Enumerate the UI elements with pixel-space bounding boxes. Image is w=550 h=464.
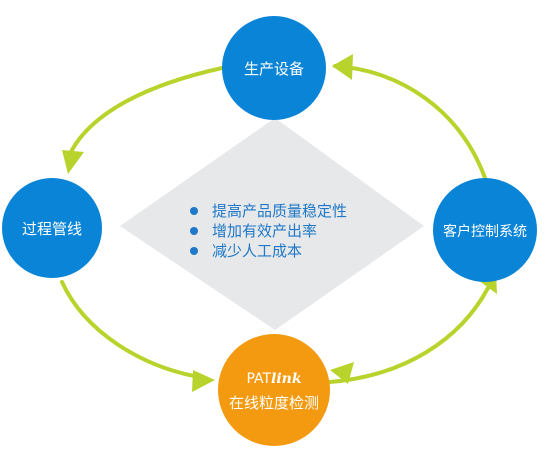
node-bottom-circle: [218, 334, 330, 446]
arc-bottom-to-right: [328, 286, 490, 384]
node-left-circle: [2, 178, 102, 278]
bullet-dot-1: [190, 207, 198, 215]
arrowhead-left-icon: [62, 150, 84, 174]
node-bottom-brand: PATlink: [246, 371, 301, 387]
arc-top-to-left: [66, 66, 224, 160]
arc-left-to-bottom: [60, 280, 207, 380]
arc-right-to-top: [333, 64, 487, 180]
arrowhead-top-icon: [332, 54, 353, 80]
bullet-text-2: 增加有效产出率: [212, 222, 317, 240]
node-bottom-label: 在线粒度检测: [229, 394, 319, 412]
brand-italic: link: [271, 371, 302, 387]
node-right-circle: [433, 178, 537, 282]
arrowhead-bottom-right-icon: [330, 362, 354, 384]
node-top-label: 生产设备: [244, 60, 304, 78]
center-diamond: [120, 118, 424, 330]
node-right-label: 客户控制系统: [443, 223, 527, 240]
arrowhead-bottom-icon: [192, 370, 215, 392]
node-top-circle: [222, 16, 326, 120]
center-bullet-list: 提高产品质量稳定性 增加有效产出率 减少人工成本: [190, 202, 347, 260]
node-left-label: 过程管线: [22, 220, 82, 238]
bullet-text-3: 减少人工成本: [212, 242, 302, 260]
brand-main: PAT: [246, 371, 271, 387]
bullet-dot-2: [190, 227, 198, 235]
bullet-text-1: 提高产品质量稳定性: [212, 202, 347, 220]
bullet-dot-3: [190, 247, 198, 255]
